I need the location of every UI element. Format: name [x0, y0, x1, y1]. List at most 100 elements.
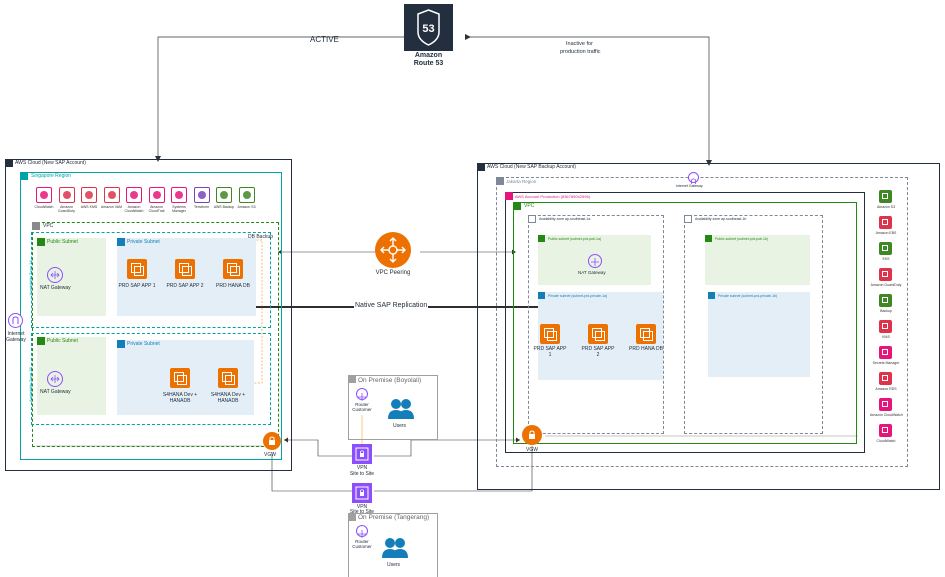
aws-cloud-icon — [477, 163, 485, 171]
vpn-boyolali-line2: Site to Site — [349, 471, 375, 477]
router-tangerang-line2: Customer — [352, 544, 372, 549]
vpc-icon — [32, 222, 40, 230]
lock-icon — [37, 337, 45, 345]
az1-box — [31, 232, 271, 328]
service-icon — [58, 187, 75, 203]
service-label: Amazon RDS — [875, 387, 897, 391]
service-label: CloudWatch — [876, 439, 896, 443]
right-prd-hana-label: PRD HANA DB — [629, 346, 663, 352]
service-label: Amazon CloudWatch — [124, 205, 144, 213]
nat-gateway-icon — [47, 371, 63, 387]
prd-app1-ec2-icon — [127, 259, 147, 279]
service-label: Amazon CloudTrail — [148, 205, 165, 213]
vpc-icon — [513, 202, 521, 210]
vgw-left-vpn-line — [284, 439, 352, 457]
users-icon — [380, 536, 410, 560]
onprem-tangerang-title: On Premise (Tangerang) — [358, 514, 430, 521]
vpn-tangerang-icon — [352, 483, 372, 503]
s4-dev1-label: S4HANA Dev + HANADB — [162, 392, 198, 404]
onprem-tangerang-box — [348, 513, 438, 577]
service-icon — [879, 294, 892, 307]
lock-icon — [538, 292, 545, 299]
service-label: Amazon CloudWatch — [870, 413, 903, 417]
vpc-peering-label: VPC Peering — [375, 270, 411, 276]
service-icon — [171, 187, 187, 203]
route53-title-line2: Route 53 — [413, 60, 444, 67]
router-icon — [356, 388, 368, 401]
right-public-subnet-b — [705, 235, 810, 285]
vpn-boyolali-icon — [352, 444, 372, 464]
private-subnet-a-label: Private subnet (subnet-prd-private-1a) — [548, 294, 608, 298]
service-icon — [126, 187, 142, 203]
service-icon — [879, 424, 892, 437]
service-icon — [148, 187, 165, 203]
jakarta-region — [496, 177, 908, 467]
left-vpc-title: VPC — [43, 223, 54, 229]
service-icon — [879, 216, 892, 229]
building-icon — [348, 375, 356, 383]
right-region-title: Jakarta Region — [506, 179, 537, 184]
right-private-subnet-b — [708, 292, 810, 377]
inactive-label-line1: Inactive for — [566, 41, 593, 47]
vgw-right-icon — [522, 425, 542, 445]
service-label: Terraform — [194, 205, 209, 209]
s4-dev2-label: S4HANA Dev + HANADB — [210, 392, 246, 404]
right-vpc — [513, 202, 857, 444]
lock-icon — [37, 238, 45, 246]
az-a-title: Availability zone ap-southeast-1a — [539, 217, 591, 221]
lock-icon — [708, 292, 715, 299]
service-icon — [193, 187, 210, 203]
service-label: AWS Backup — [213, 205, 235, 209]
service-label: Systems Manager — [172, 205, 186, 213]
router-boyolali-line1: Router — [355, 402, 369, 407]
prd-hana-label: PRD HANA DB — [216, 283, 250, 289]
lock-icon — [117, 340, 125, 348]
building-icon — [348, 513, 356, 521]
az1-label: Availability Zone 1A — [28, 259, 33, 295]
prd-hana-ec2-icon — [223, 259, 243, 279]
right-aws-account — [477, 163, 940, 490]
account-icon — [505, 192, 513, 200]
left-vpc — [32, 222, 279, 447]
nat-gateway-icon — [47, 267, 63, 283]
internet-gateway-icon — [688, 172, 699, 184]
lock-icon — [538, 235, 545, 242]
router-tangerang-line1: Router — [355, 539, 369, 544]
vgw-right-label: VGW — [526, 447, 538, 453]
users-icon — [386, 397, 416, 421]
route53-icon: 53 — [404, 4, 453, 51]
route53-badge: 53 — [422, 23, 434, 35]
service-icon — [879, 320, 892, 333]
az-icon — [528, 215, 536, 223]
service-icon — [879, 242, 892, 255]
service-label: KMS — [882, 335, 890, 339]
service-label: Amazon GuardDuty — [870, 283, 902, 287]
service-label: AWS KMS — [80, 205, 98, 209]
production-account-box — [505, 192, 865, 453]
right-vpc-title: VPC — [524, 203, 535, 209]
az2-box — [31, 333, 271, 425]
internet-gateway-label-line2: Gateway — [6, 337, 26, 343]
service-icon — [879, 346, 892, 359]
prd-app2-ec2-icon — [175, 259, 195, 279]
public-subnet-a-label: Public subnet (subnet-prd-pub-1a) — [548, 237, 602, 241]
region-flag-icon — [496, 177, 504, 185]
left-account-title: AWS Cloud (New SAP Account) — [15, 160, 86, 166]
nat-gateway-icon — [588, 254, 602, 268]
route53-title-line1: Amazon — [414, 52, 443, 59]
right-prd-app1-label: PRD SAP APP 1 — [533, 346, 567, 358]
public-subnet-b-label: Public subnet (subnet-prd-pub-1b) — [715, 237, 769, 241]
right-account-title: AWS Cloud (New SAP Backup Account) — [487, 164, 576, 170]
service-label: Amazon VAM — [100, 205, 123, 209]
lock-icon — [705, 235, 712, 242]
onprem-boyolali-box — [348, 375, 438, 440]
prd-app2-label: PRD SAP APP 2 — [166, 283, 204, 289]
vgw-left-label: VGW — [264, 452, 276, 458]
service-icon — [879, 398, 892, 411]
service-icon — [879, 372, 892, 385]
right-prd-hana-ec2-icon — [636, 324, 656, 344]
users-boyolali-label: Users — [393, 423, 407, 429]
service-label: Backup — [880, 309, 892, 313]
s4-dev2-ec2-icon — [218, 368, 238, 388]
vpn-tangerang-line1: VPN — [356, 504, 368, 510]
